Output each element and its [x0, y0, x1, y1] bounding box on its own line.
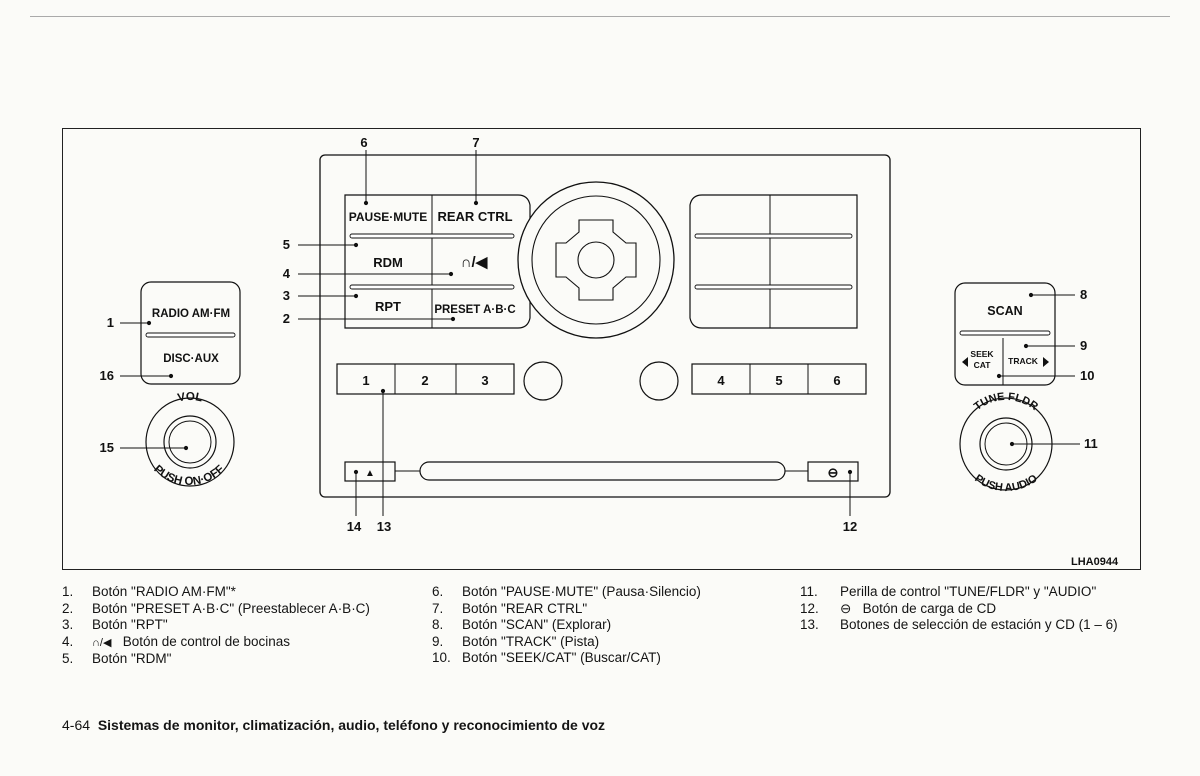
legend-column-3: 11.Perilla de control "TUNE/FLDR" y "AUD… [800, 584, 1145, 634]
callout-8: 8 [1080, 287, 1087, 302]
preset-left-group [336, 363, 515, 395]
svg-text:TRACK: TRACK [1008, 356, 1039, 366]
svg-text:SEEK: SEEK [970, 349, 994, 359]
callout-7: 7 [472, 135, 479, 150]
unit-faceplate [319, 154, 891, 498]
section-title: Sistemas de monitor, climatización, audi… [97, 717, 606, 733]
preset-button-3[interactable]: 3 [481, 373, 488, 388]
left-button-block [344, 194, 531, 329]
callout-15: 15 [100, 440, 114, 455]
pause-mute-button[interactable]: PAUSE·MUTE [349, 210, 427, 224]
preset-button-6[interactable]: 6 [833, 373, 840, 388]
track-button[interactable]: TRACK [1008, 356, 1049, 367]
callout-13: 13 [377, 519, 391, 534]
svg-text:CAT: CAT [974, 360, 992, 370]
page-number: 4-64 [62, 717, 91, 733]
eject-icon: ▲ [365, 468, 375, 479]
callout-11: 11 [1084, 436, 1098, 451]
cd-slot [419, 461, 786, 481]
cd-load-icon: ⊖ [828, 465, 839, 480]
rdm-button[interactable]: RDM [373, 255, 403, 270]
callout-10: 10 [1080, 368, 1094, 383]
legend-column-1: 1.Botón "RADIO AM·FM"* 2.Botón "PRESET A… [62, 584, 407, 668]
vol-knob[interactable] [145, 397, 235, 487]
callout-14: 14 [347, 519, 362, 534]
callout-1: 1 [107, 315, 114, 330]
callout-12: 12 [843, 519, 857, 534]
preset-button-4[interactable]: 4 [717, 373, 725, 388]
callout-6: 6 [360, 135, 367, 150]
disc-aux-button[interactable]: DISC·AUX [163, 353, 219, 365]
callout-9: 9 [1080, 338, 1087, 353]
radio-am-fm-button[interactable]: RADIO AM·FM [152, 308, 230, 320]
legend-item: 5.Botón "RDM" [62, 651, 172, 666]
callout-16: 16 [100, 368, 114, 383]
preset-button-5[interactable]: 5 [775, 373, 782, 388]
legend-column-2: 6.Botón "PAUSE·MUTE" (Pausa·Silencio) 7.… [432, 584, 792, 667]
rear-ctrl-button[interactable]: REAR CTRL [437, 209, 512, 224]
callout-2: 2 [283, 311, 290, 326]
vol-label: VOL [177, 391, 204, 404]
figure-code: LHA0944 [1071, 556, 1119, 568]
radio-disc-button-block [140, 281, 241, 385]
legend-item: 2.Botón "PRESET A·B·C" (Preestablecer A·… [62, 600, 370, 616]
preset-button-2[interactable]: 2 [421, 373, 428, 388]
legend-item: 8.Botón "SCAN" (Explorar) [432, 617, 612, 632]
preset-button-1[interactable]: 1 [362, 373, 369, 388]
legend-item: 1.Botón "RADIO AM·FM"* [62, 584, 236, 599]
center-multifunction-dial[interactable] [517, 181, 675, 339]
callout-5: 5 [283, 237, 290, 252]
round-button-left[interactable] [523, 361, 563, 401]
rpt-button[interactable]: RPT [375, 299, 401, 314]
diagram-frame [62, 128, 1141, 570]
audio-unit-diagram: PAUSE·MUTE REAR CTRL RDM ∩/◀ RPT PRESET … [100, 135, 1098, 534]
seek-cat-button[interactable]: SEEK CAT [962, 349, 994, 370]
page-footer: 4-64 Sistemas de monitor, climatización,… [62, 717, 605, 733]
cd-load-icon: ⊖ [840, 600, 852, 616]
legend-item: 3.Botón "RPT" [62, 617, 168, 632]
preset-abc-button[interactable]: PRESET A·B·C [434, 304, 515, 316]
speaker-control-button[interactable]: ∩/◀ [461, 254, 488, 271]
legend-item: 9.Botón "TRACK" (Pista) [432, 633, 600, 649]
legend-item: 4.∩/◀ Botón de control de bocinas [62, 633, 291, 649]
legend-item: 10.Botón "SEEK/CAT" (Buscar/CAT) [432, 650, 661, 665]
right-button-block [689, 194, 858, 329]
legend-item: 12.⊖ Botón de carga de CD [800, 600, 997, 616]
callout-4: 4 [283, 266, 291, 281]
preset-right-group [691, 363, 867, 395]
round-button-right[interactable] [639, 361, 679, 401]
legend-item: 13.Botones de selección de estación y CD… [800, 617, 1118, 632]
callout-3: 3 [283, 288, 290, 303]
top-rule [30, 16, 1170, 17]
cd-load-button[interactable] [807, 461, 859, 482]
scan-button[interactable]: SCAN [987, 304, 1022, 318]
legend-item: 11.Perilla de control "TUNE/FLDR" y "AUD… [800, 584, 1097, 599]
legend-item: 7.Botón "REAR CTRL" [432, 600, 588, 616]
legend-item: 6.Botón "PAUSE·MUTE" (Pausa·Silencio) [432, 584, 701, 599]
scan-seek-button-block [954, 282, 1056, 386]
speaker-icon: ∩/◀ [92, 636, 112, 649]
